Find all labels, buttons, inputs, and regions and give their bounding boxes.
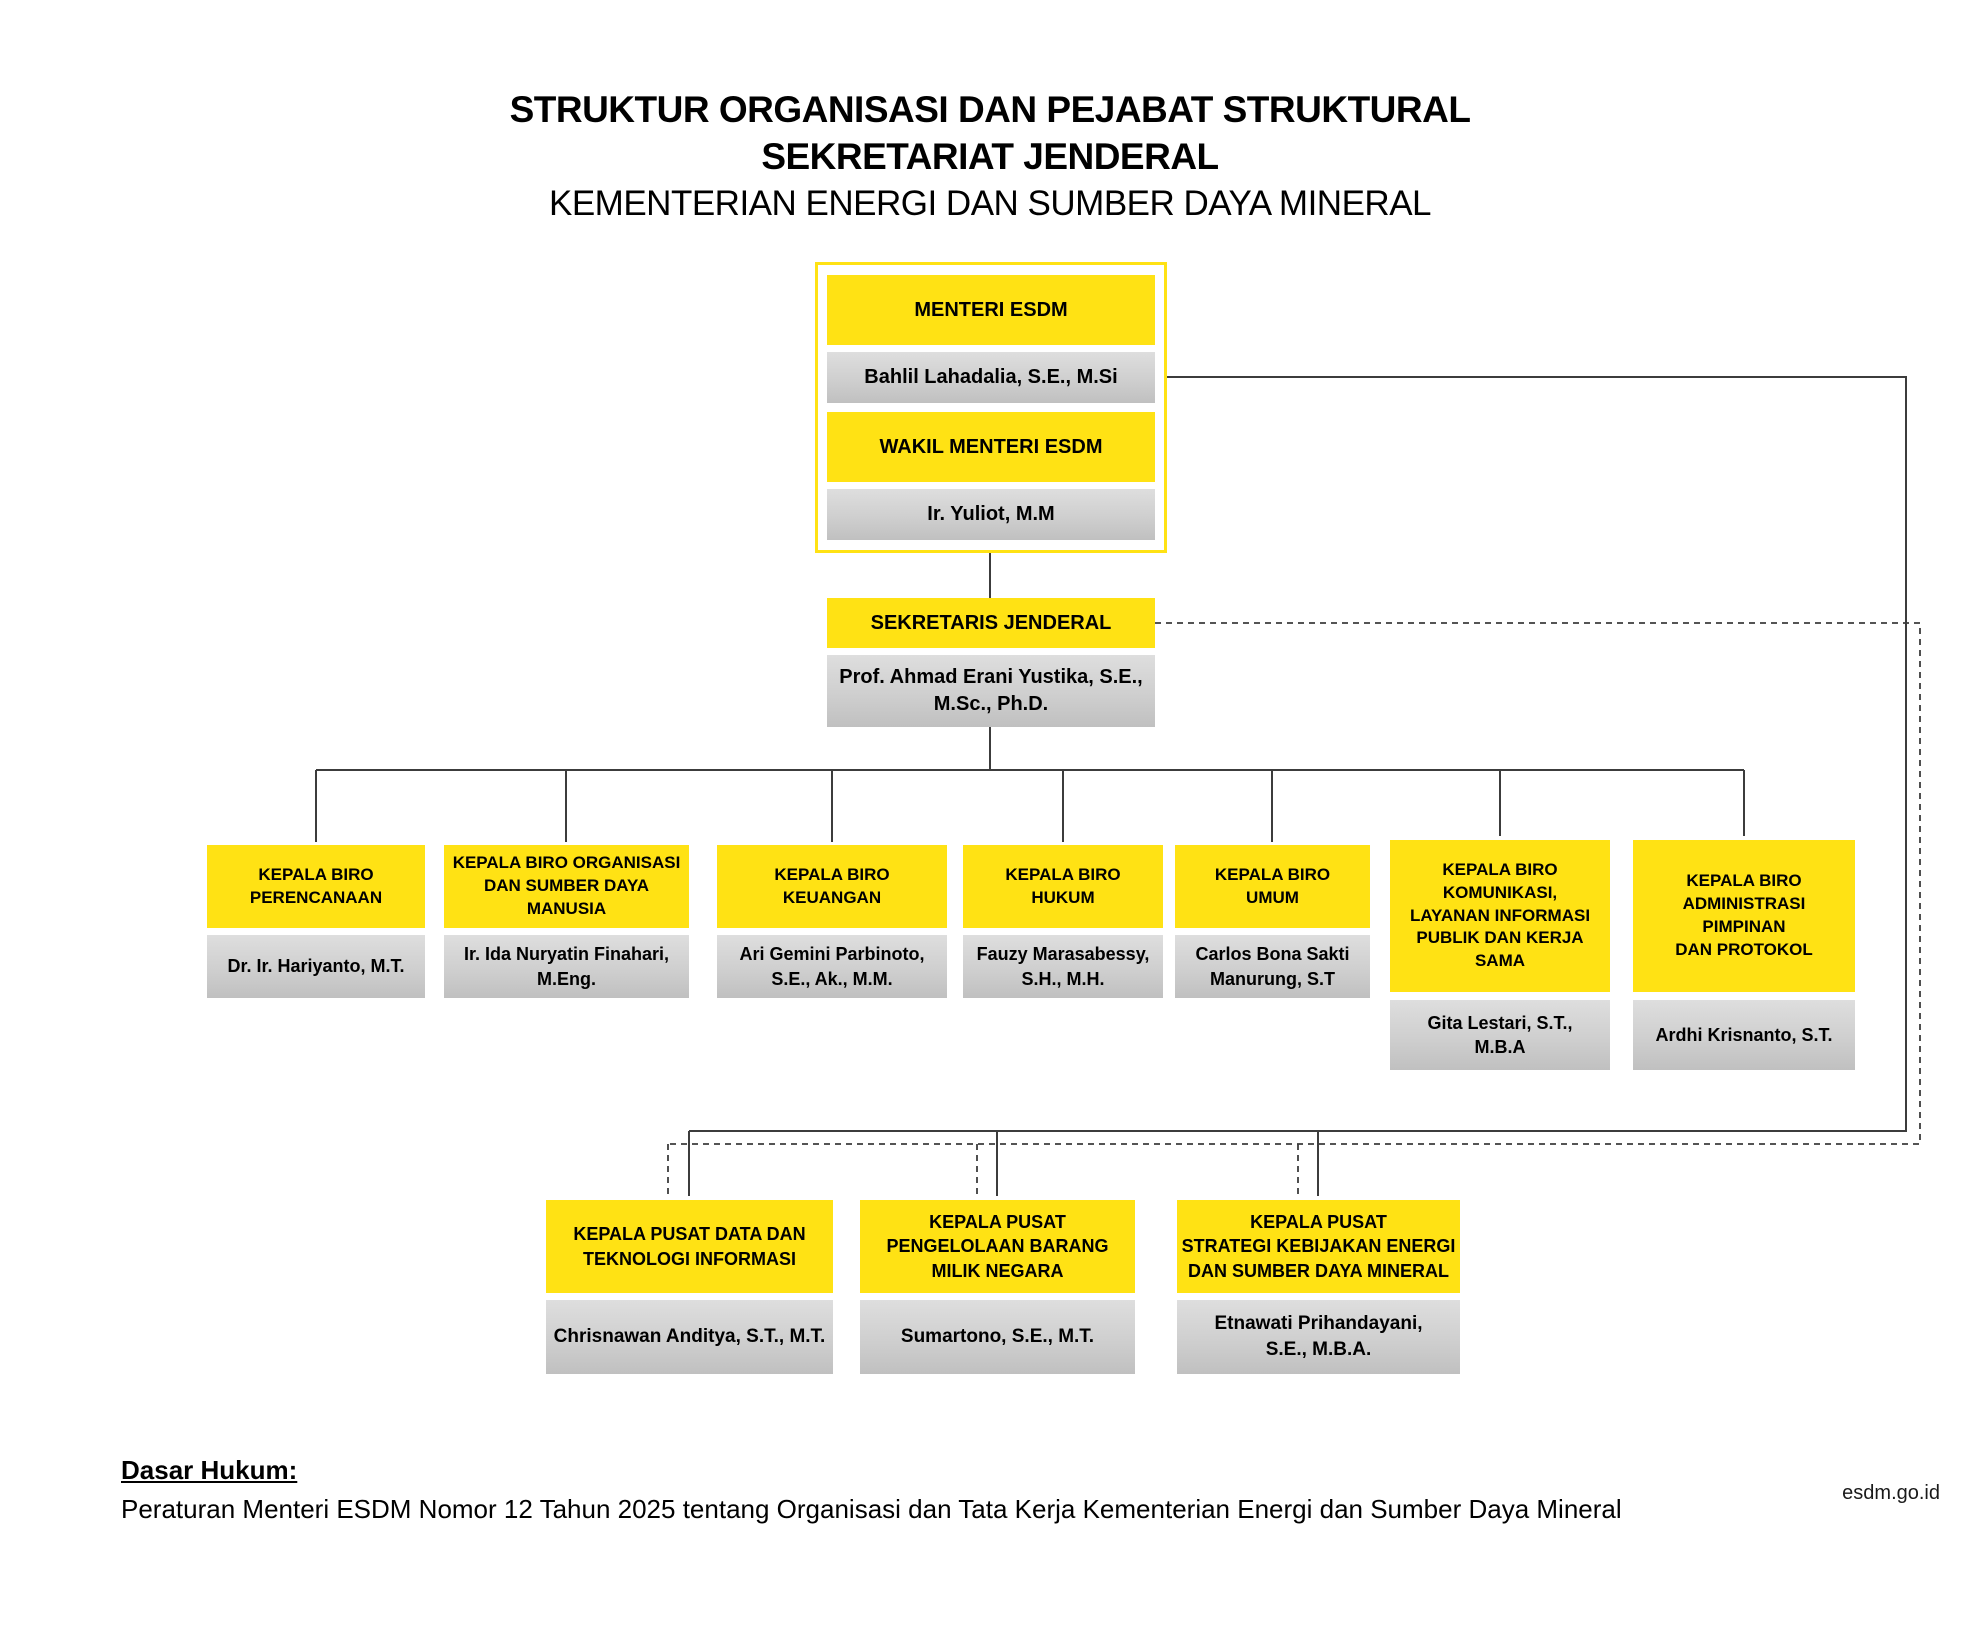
bureau-name-komunikasi: Gita Lestari, S.T., M.B.A [1390, 1000, 1610, 1070]
title-line-2: SEKRETARIAT JENDERAL [761, 136, 1219, 177]
minister-title-box: MENTERI ESDM [827, 275, 1155, 345]
title-line-1: STRUKTUR ORGANISASI DAN PEJABAT STRUKTUR… [509, 89, 1471, 130]
center-title-strategi-kebijakan: KEPALA PUSAT STRATEGI KEBIJAKAN ENERGI D… [1177, 1200, 1460, 1293]
title-line-3: KEMENTERIAN ENERGI DAN SUMBER DAYA MINER… [548, 184, 1432, 223]
bureau-name-administrasi-pimpinan: Ardhi Krisnanto, S.T. [1633, 1000, 1855, 1070]
secretary-general-name-box: Prof. Ahmad Erani Yustika, S.E., M.Sc., … [827, 655, 1155, 727]
center-name-strategi-kebijakan: Etnawati Prihandayani, S.E., M.B.A. [1177, 1300, 1460, 1374]
bureau-name-keuangan: Ari Gemini Parbinoto, S.E., Ak., M.M. [717, 935, 947, 998]
center-title-bmn: KEPALA PUSAT PENGELOLAAN BARANG MILIK NE… [860, 1200, 1135, 1293]
secretary-general-title-box: SEKRETARIS JENDERAL [827, 598, 1155, 648]
bureau-title-hukum: KEPALA BIRO HUKUM [963, 845, 1163, 928]
bureau-name-umum: Carlos Bona Sakti Manurung, S.T [1175, 935, 1370, 998]
page-title: STRUKTUR ORGANISASI DAN PEJABAT STRUKTUR… [0, 86, 1980, 227]
center-title-data-teknologi: KEPALA PUSAT DATA DAN TEKNOLOGI INFORMAS… [546, 1200, 833, 1293]
bureau-title-administrasi-pimpinan: KEPALA BIRO ADMINISTRASI PIMPINAN DAN PR… [1633, 840, 1855, 992]
legal-basis-text: Peraturan Menteri ESDM Nomor 12 Tahun 20… [121, 1494, 1622, 1524]
minister-name-box: Bahlil Lahadalia, S.E., M.Si [827, 352, 1155, 403]
deputy-minister-name-box: Ir. Yuliot, M.M [827, 489, 1155, 540]
bureau-title-umum: KEPALA BIRO UMUM [1175, 845, 1370, 928]
deputy-minister-title-box: WAKIL MENTERI ESDM [827, 412, 1155, 482]
bureau-title-keuangan: KEPALA BIRO KEUANGAN [717, 845, 947, 928]
center-name-bmn: Sumartono, S.E., M.T. [860, 1300, 1135, 1374]
bureau-name-organisasi-sdm: Ir. Ida Nuryatin Finahari, M.Eng. [444, 935, 689, 998]
bureau-title-komunikasi: KEPALA BIRO KOMUNIKASI, LAYANAN INFORMAS… [1390, 840, 1610, 992]
bureau-title-perencanaan: KEPALA BIRO PERENCANAAN [207, 845, 425, 928]
bureau-title-organisasi-sdm: KEPALA BIRO ORGANISASI DAN SUMBER DAYA M… [444, 845, 689, 928]
bureau-connector-lines [315, 553, 1745, 842]
bureau-name-hukum: Fauzy Marasabessy, S.H., M.H. [963, 935, 1163, 998]
secretary-to-centers-dashed-line [667, 622, 1921, 1196]
legal-basis-label: Dasar Hukum: [121, 1455, 298, 1485]
minister-to-centers-line [688, 376, 1907, 1196]
bureau-name-perencanaan: Dr. Ir. Hariyanto, M.T. [207, 935, 425, 998]
website-label: esdm.go.id [1842, 1482, 1940, 1504]
center-name-data-teknologi: Chrisnawan Anditya, S.T., M.T. [546, 1300, 833, 1374]
